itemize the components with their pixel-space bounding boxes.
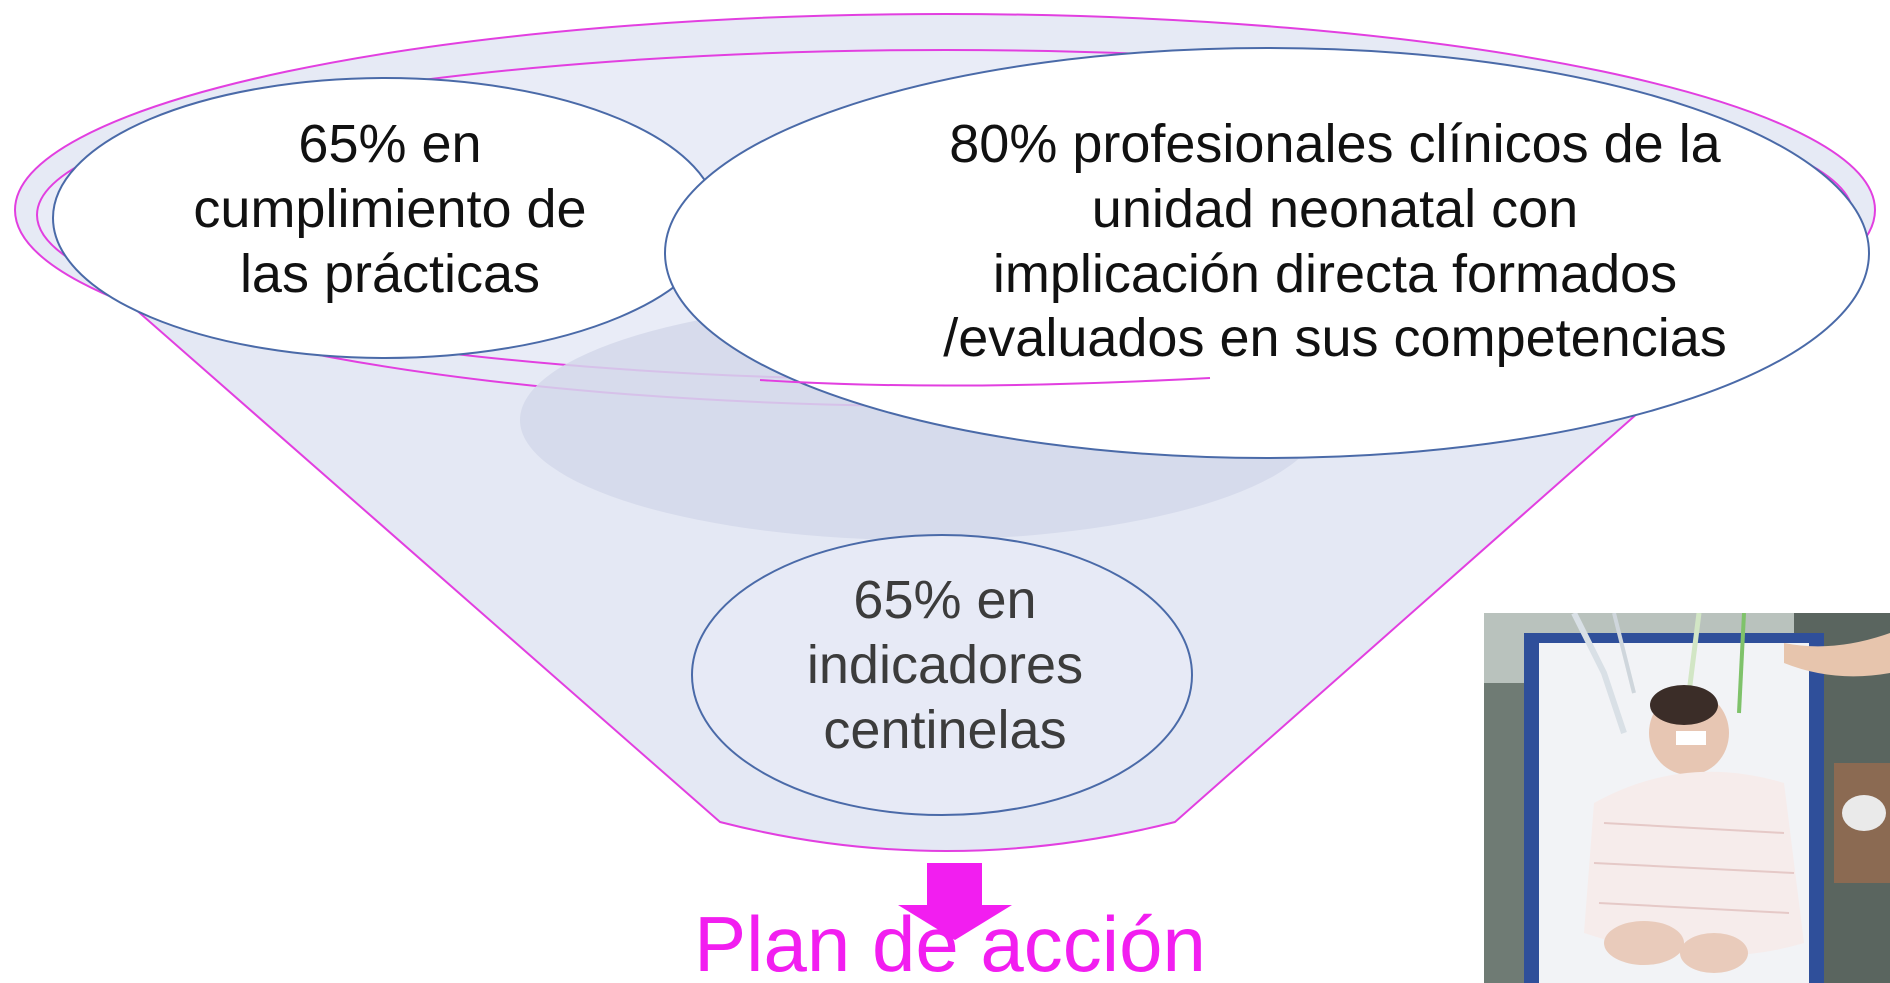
rim-overlap-line [759, 377, 1211, 387]
action-plan-label: Plan de acción [694, 900, 1206, 983]
left-goal-text: 65% en cumplimiento de las prácticas [193, 114, 587, 304]
down-arrow [898, 863, 1012, 940]
bottom-goal-ellipse [691, 534, 1193, 816]
bottom-goal-text: 65% en indicadores centinelas [806, 570, 1084, 760]
photo-illustration [1484, 613, 1890, 983]
right-goal-ellipse [664, 47, 1870, 459]
newborn-incubator-photo [1484, 613, 1890, 983]
right-goal-text: 80% profesionales clínicos de la unidad … [943, 114, 1727, 369]
